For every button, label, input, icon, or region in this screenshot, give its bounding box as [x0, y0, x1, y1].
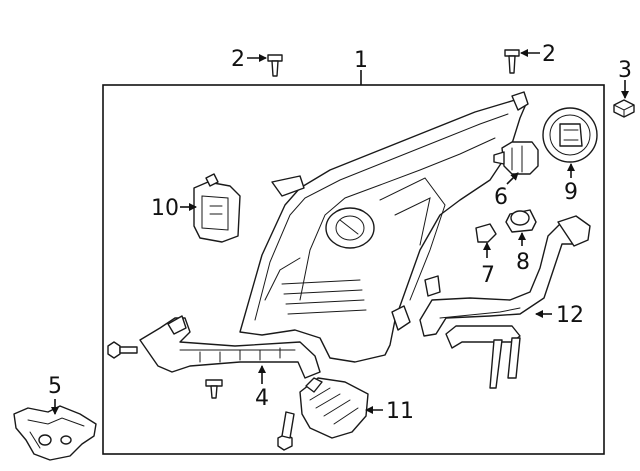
callout-2-right: 2: [542, 42, 556, 67]
callout-12: 12: [556, 303, 584, 328]
bolt-top-right: [504, 49, 520, 74]
callout-5: 5: [48, 374, 62, 399]
twist-socket: [505, 209, 537, 233]
callout-4: 4: [255, 386, 269, 411]
dust-cap: [542, 107, 598, 163]
wedge-bulb: [475, 223, 497, 243]
bolt-top-left: [267, 54, 283, 77]
headlamp-housing: [239, 91, 529, 363]
callout-6: 6: [494, 185, 508, 210]
callout-11: 11: [386, 399, 414, 424]
bulb-socket: [493, 141, 539, 175]
callout-9: 9: [564, 180, 578, 205]
lower-bracket: [107, 315, 321, 399]
control-module: [193, 173, 241, 243]
assembly-frame: [102, 84, 605, 455]
mounting-bracket-outside: [13, 405, 97, 461]
callout-8: 8: [516, 250, 530, 275]
callout-10: 10: [151, 196, 179, 221]
callout-2-left: 2: [231, 47, 245, 72]
clip-nut: [613, 99, 635, 118]
wiring-harness: [419, 215, 591, 389]
leader-6: [506, 172, 519, 185]
callout-1: 1: [354, 48, 368, 73]
callout-7: 7: [481, 263, 495, 288]
led-driver: [277, 377, 369, 451]
callout-3: 3: [618, 58, 632, 83]
